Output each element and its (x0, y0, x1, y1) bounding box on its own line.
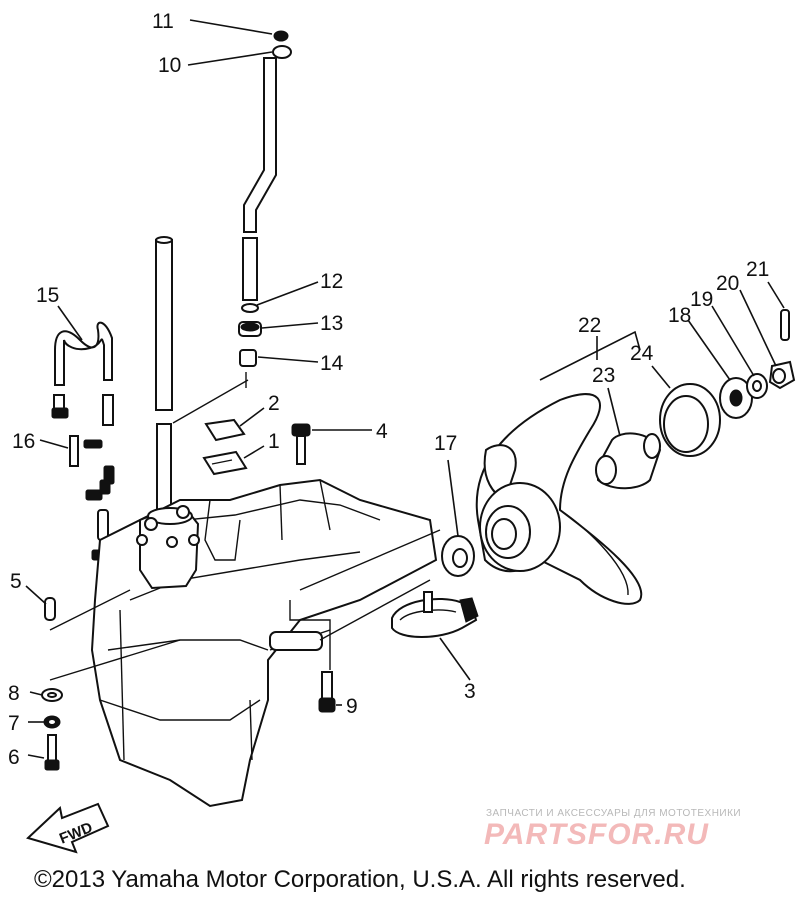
part-label-13: 13 (320, 312, 343, 335)
part-number-labels: 11 10 12 13 14 2 1 4 15 16 5 8 7 6 9 3 1… (8, 10, 769, 769)
part-label-12: 12 (320, 270, 343, 293)
part-label-1: 1 (268, 430, 280, 453)
part-label-7: 7 (8, 712, 20, 735)
dowel-pin (44, 597, 56, 621)
shift-rod-bushing-set (238, 303, 262, 388)
spacer-ring (659, 383, 721, 457)
part-label-22: 22 (578, 314, 601, 337)
part-label-11: 11 (152, 10, 174, 33)
shift-rod (242, 57, 277, 301)
part-label-2: 2 (268, 392, 280, 415)
water-pump-housing (136, 505, 200, 590)
shift-rod-top-fitting (272, 30, 292, 59)
bolt-9 (318, 671, 336, 713)
part-label-4: 4 (376, 420, 388, 443)
part-label-6: 6 (8, 746, 20, 769)
part-label-8: 8 (8, 682, 20, 705)
part-label-14: 14 (320, 352, 344, 375)
part-label-17: 17 (434, 432, 457, 455)
forward-direction-arrow: FWD (26, 802, 110, 854)
anode-plates (202, 418, 248, 476)
trim-tab (391, 591, 479, 638)
part-label-10: 10 (158, 54, 181, 77)
watermark-caption: ЗАПЧАСТИ И АКСЕССУАРЫ ДЛЯ МОТОТЕХНИКИ (486, 808, 742, 819)
part-label-3: 3 (464, 680, 476, 703)
part-label-15: 15 (36, 284, 59, 307)
washer-19 (746, 373, 768, 399)
part-label-19: 19 (690, 288, 713, 311)
part-label-18: 18 (668, 304, 691, 327)
part-label-9: 9 (346, 695, 358, 718)
castle-nut (768, 360, 796, 390)
bolt-upper (291, 423, 311, 465)
watermark-brand: PARTSFOR.RU (484, 818, 709, 851)
propeller (475, 393, 643, 605)
copyright-notice: ©2013 Yamaha Motor Corporation, U.S.A. A… (34, 866, 686, 893)
part-label-24: 24 (630, 342, 654, 365)
propeller-spacer (595, 432, 662, 490)
leader-lines (25, 19, 785, 759)
part-label-16: 16 (12, 430, 35, 453)
lock-washer-7 (43, 715, 61, 729)
hose-fittings (51, 407, 115, 561)
cotter-pin (780, 309, 790, 341)
drive-shaft (155, 236, 249, 520)
part-label-21: 21 (746, 258, 769, 281)
washer-8 (41, 688, 63, 702)
part-label-5: 5 (10, 570, 22, 593)
splined-washer (719, 377, 753, 419)
thrust-washer (441, 535, 475, 577)
part-label-23: 23 (592, 364, 615, 387)
part-label-20: 20 (716, 272, 739, 295)
bolt-6 (44, 734, 60, 771)
